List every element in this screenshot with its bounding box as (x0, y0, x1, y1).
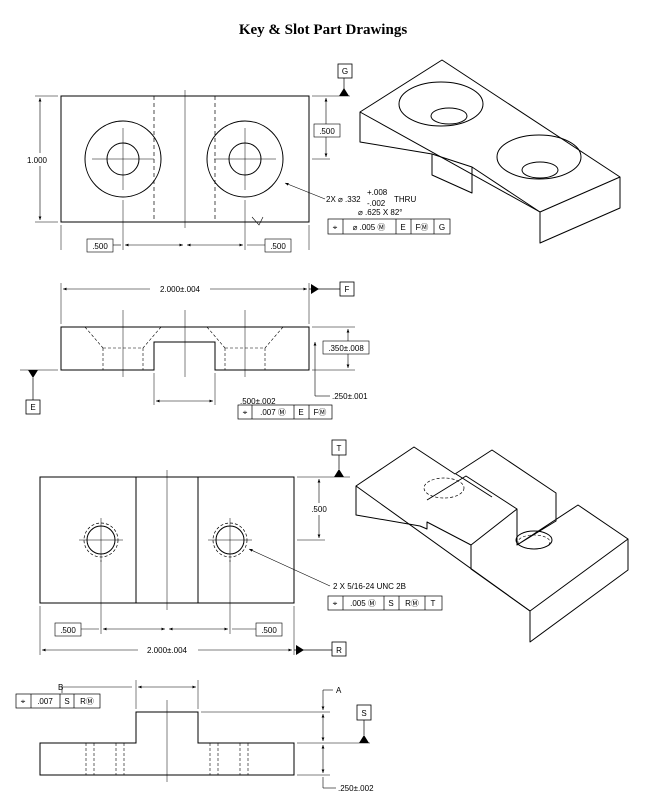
datum-S-marker (356, 704, 372, 743)
datum-G-label: G (342, 67, 348, 76)
dim-500-right: .500 (319, 127, 335, 136)
datum-T-marker (331, 439, 347, 477)
datum-G-marker (337, 63, 353, 96)
dim-500-top: .500 (311, 505, 327, 514)
dim-500-slot-left: .500 (60, 626, 76, 635)
fcf-slot-datum-1: E (298, 408, 303, 417)
slot-top-view (39, 470, 350, 655)
hole-note-suffix: THRU (394, 195, 416, 204)
hole-tol-plus: +.008 (367, 188, 388, 197)
key-top-view (35, 90, 350, 250)
dim-500-mid: .500 (270, 242, 286, 251)
fcf-hole-datum-3: G (439, 223, 445, 232)
slot-front-view (39, 680, 370, 789)
left-countersink-circle (84, 120, 162, 198)
dim-1000: 1.000 (27, 156, 48, 165)
datum-F-label: F (345, 285, 350, 294)
page-title: Key & Slot Part Drawings (238, 22, 408, 38)
fcf-slot (237, 404, 333, 420)
hole-tol-minus: -.002 (367, 199, 386, 208)
label-B: B (58, 683, 63, 692)
fcf-slot-tolerance: .007 Ⓜ (260, 408, 286, 417)
fcf-thread-datum-3: T (431, 599, 436, 608)
slot-isometric (355, 446, 629, 643)
fcf-key-datum-2: RⓂ (80, 697, 94, 706)
datum-T-label: T (337, 444, 342, 453)
fcf-hole-symbol: ⌖ (333, 223, 338, 232)
datum-R-marker (294, 641, 347, 657)
dim-2000-slot: 2.000±.004 (147, 646, 188, 655)
datum-E-marker (25, 370, 41, 415)
hole-note-prefix: 2X ⌀ .332 (326, 195, 361, 204)
dim-250-key: .250±.001 (332, 392, 368, 401)
fcf-hole (327, 218, 451, 235)
fcf-hole-tolerance: ⌀ .005 Ⓜ (353, 223, 386, 232)
datum-S-label: S (361, 709, 366, 718)
dim-350: .350±.008 (328, 344, 364, 353)
dim-slot: .500±.002 (240, 397, 276, 406)
datum-R-label: R (336, 646, 342, 655)
csk-note: ⌀ .625 X 82° (358, 208, 403, 217)
fcf-key-symbol: ⌖ (21, 697, 26, 706)
fcf-thread-tolerance: .005 Ⓜ (350, 599, 376, 608)
fcf-thread-datum-2: RⓂ (405, 599, 419, 608)
datum-E-label: E (30, 403, 35, 412)
fcf-slot-datum-2: FⓂ (314, 408, 327, 417)
fcf-thread-datum-1: S (388, 599, 393, 608)
dim-500-slot-right: .500 (261, 626, 277, 635)
datum-F-marker (309, 281, 355, 297)
dim-2000-key: 2.000±.004 (160, 285, 201, 294)
key-isometric (359, 59, 621, 244)
fcf-hole-datum-2: FⓂ (416, 223, 429, 232)
right-countersink-circle (206, 120, 284, 198)
thread-note: 2 X 5/16-24 UNC 2B (333, 582, 406, 591)
fcf-thread (327, 595, 443, 611)
dim-500-left: .500 (92, 242, 108, 251)
fcf-hole-datum-1: E (400, 223, 405, 232)
fcf-key (15, 693, 101, 709)
label-A: A (336, 686, 342, 695)
fcf-key-tolerance: .007 (37, 697, 53, 706)
key-front-view (20, 283, 355, 405)
dim-250-slot: .250±.002 (338, 784, 374, 793)
fcf-key-datum-1: S (64, 697, 69, 706)
fcf-thread-symbol: ⌖ (333, 599, 338, 608)
fcf-slot-symbol: ⌖ (243, 408, 248, 417)
